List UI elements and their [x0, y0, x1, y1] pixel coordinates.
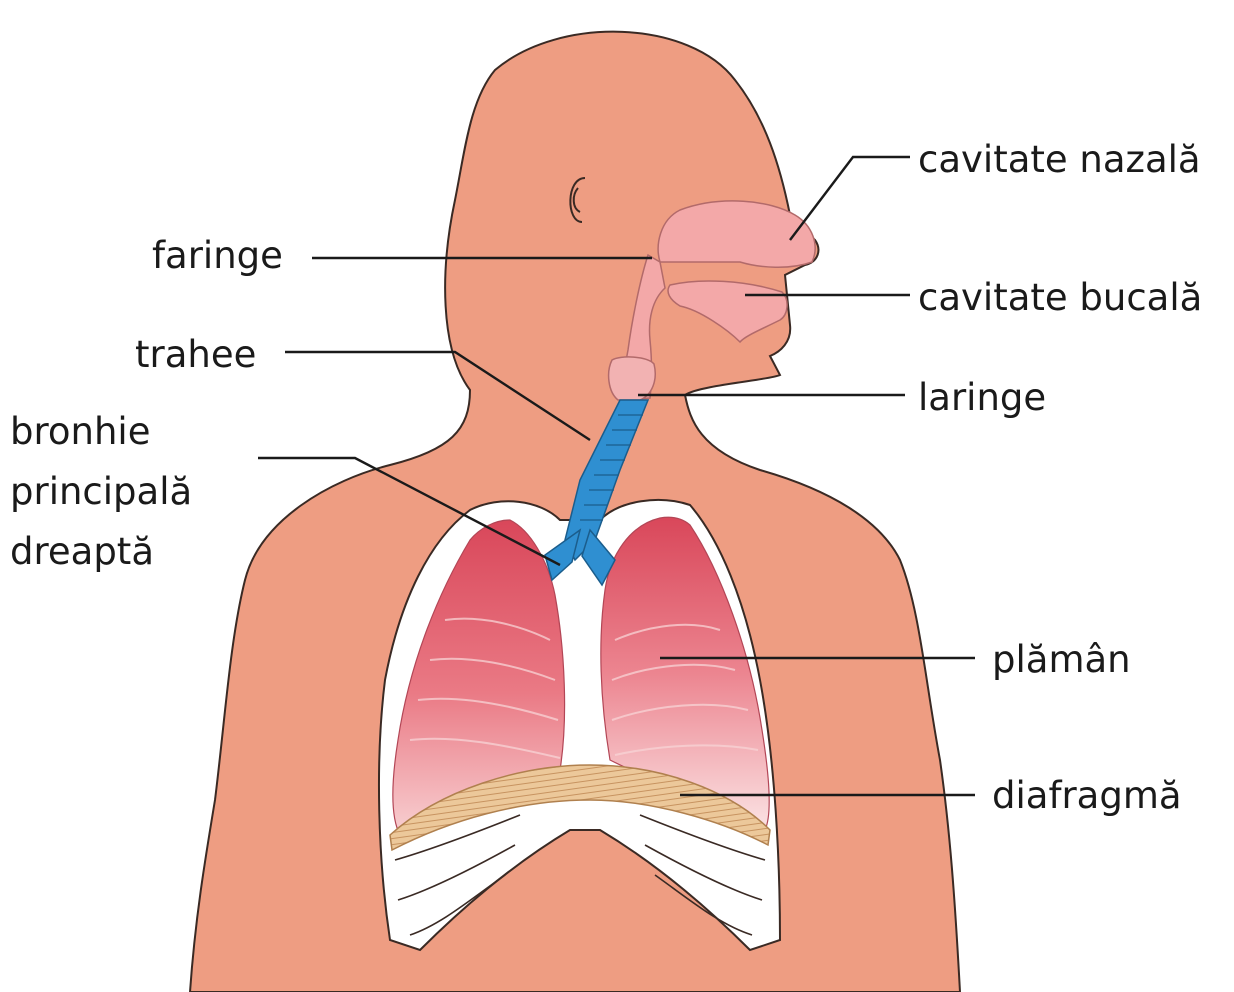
label-bronhie-line-3: dreaptă — [10, 522, 192, 582]
label-trahee: trahee — [135, 336, 256, 373]
label-bronhie-line-2: principală — [10, 462, 192, 522]
label-diafragma: diafragmă — [992, 777, 1182, 814]
label-plaman: plămân — [992, 641, 1131, 678]
label-bronhie-principala-dreapta: bronhie principală dreaptă — [10, 402, 192, 582]
label-bronhie-line-1: bronhie — [10, 402, 192, 462]
label-laringe: laringe — [918, 379, 1046, 416]
nasal-cavity-shape — [658, 201, 815, 267]
label-cavitate-bucala: cavitate bucală — [918, 279, 1202, 316]
label-faringe: faringe — [152, 237, 283, 274]
label-cavitate-nazala: cavitate nazală — [918, 141, 1201, 178]
larynx-shape — [609, 357, 656, 400]
